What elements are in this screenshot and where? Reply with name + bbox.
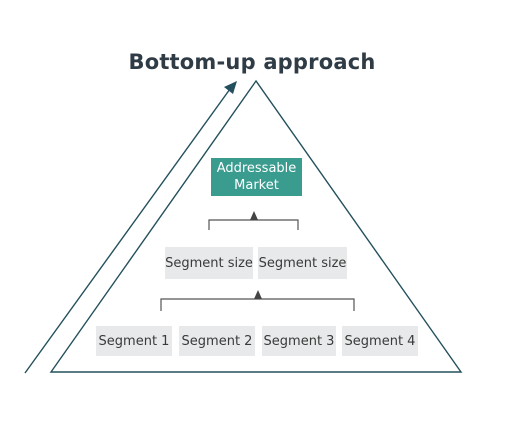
segment-label: Segment 1: [98, 333, 170, 349]
segment-box: Segment 4: [342, 326, 418, 356]
bottom-bracket: [160, 298, 355, 311]
middle-bracket: [208, 219, 299, 230]
segment-label: Segment 4: [344, 333, 416, 349]
segment-size-box: Segment size: [258, 247, 347, 279]
segment-box: Segment 3: [262, 326, 336, 356]
segment-size-box: Segment size: [165, 247, 253, 279]
segment-size-label: Segment size: [165, 255, 253, 271]
bottom-bracket-arrow-icon: [254, 290, 262, 299]
segment-box: Segment 1: [96, 326, 172, 356]
middle-bracket-arrow-icon: [250, 211, 258, 220]
upward-arrow-head-icon: [224, 81, 237, 94]
diagram-title: Bottom-up approach: [128, 50, 376, 74]
segment-size-label: Segment size: [258, 255, 347, 271]
segment-box: Segment 2: [179, 326, 255, 356]
segment-label: Segment 2: [181, 333, 253, 349]
pyramid-triangle: [49, 79, 463, 373]
upward-arrow-line: [24, 88, 231, 374]
addressable-market-box: Addressable Market: [211, 158, 302, 196]
addressable-market-label: Addressable Market: [216, 161, 297, 193]
segment-label: Segment 3: [263, 333, 335, 349]
